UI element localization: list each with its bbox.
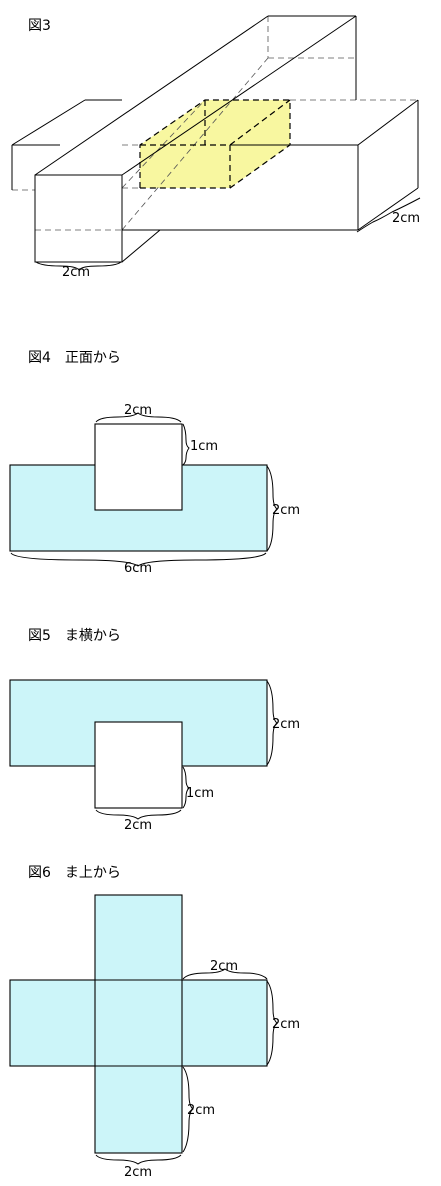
fig6-right-brace bbox=[266, 980, 278, 1066]
figure-4-title: 図4 正面から bbox=[28, 350, 121, 366]
highlight-box-edges bbox=[139, 99, 291, 189]
fig3-bottom-label: 2cm bbox=[62, 265, 90, 280]
highlight-region bbox=[140, 100, 290, 188]
fig3-right-label: 2cm bbox=[392, 211, 420, 226]
fig6-vertical-bar bbox=[94, 894, 183, 1154]
fig4-bottom-brace bbox=[10, 552, 267, 567]
figure-6-title: 図6 ま上から bbox=[28, 865, 121, 881]
fig5-right-label: 2cm bbox=[272, 717, 300, 732]
fig5-bottom-label: 2cm bbox=[124, 818, 152, 833]
fig4-right-label: 2cm bbox=[272, 503, 300, 518]
long-bar-hidden-edges bbox=[121, 16, 356, 231]
fig5-step-label: 1cm bbox=[186, 786, 214, 801]
fig6-lower-arm-brace bbox=[182, 1066, 194, 1153]
fig6-upper-arm-brace bbox=[182, 968, 268, 980]
horizontal-bar-edges bbox=[11, 99, 419, 231]
fig6-right-label: 2cm bbox=[272, 1017, 300, 1032]
long-bar-edges bbox=[34, 15, 357, 263]
fig4-step-brace bbox=[182, 423, 190, 466]
figure-6: 図6 ま上から 2cm 2cm 2cm 2cm bbox=[9, 865, 300, 1180]
fig4-step-label: 1cm bbox=[190, 439, 218, 454]
fig5-bottom-brace bbox=[95, 809, 182, 820]
fig3-bottom-brace bbox=[35, 261, 122, 271]
figure-3-title: 図3 bbox=[28, 18, 51, 34]
fig5-bottom-square bbox=[94, 721, 183, 809]
fig4-top-label: 2cm bbox=[124, 403, 152, 418]
figure-5: 図5 ま横から 2cm 1cm 2cm bbox=[9, 628, 300, 833]
fig4-top-square bbox=[94, 423, 183, 511]
fig5-step-brace bbox=[182, 766, 190, 809]
fig4-top-brace bbox=[95, 412, 182, 423]
figure-5-title: 図5 ま横から bbox=[28, 628, 121, 644]
fig6-bottom-brace bbox=[95, 1154, 182, 1165]
fig5-right-brace bbox=[266, 680, 278, 766]
fig3-right-brace bbox=[356, 197, 421, 233]
fig6-bottom-label: 2cm bbox=[124, 1165, 152, 1180]
fig4-right-brace bbox=[266, 465, 278, 552]
figure-4: 図4 正面から 2cm 1cm 2cm 6cm bbox=[9, 350, 300, 576]
figure-3: 図3 bbox=[11, 15, 421, 280]
fig4-bottom-label: 6cm bbox=[124, 561, 152, 576]
front-square-face bbox=[34, 174, 123, 263]
fig6-upper-arm-label: 2cm bbox=[210, 959, 238, 974]
fig6-lower-arm-label: 2cm bbox=[187, 1103, 215, 1118]
